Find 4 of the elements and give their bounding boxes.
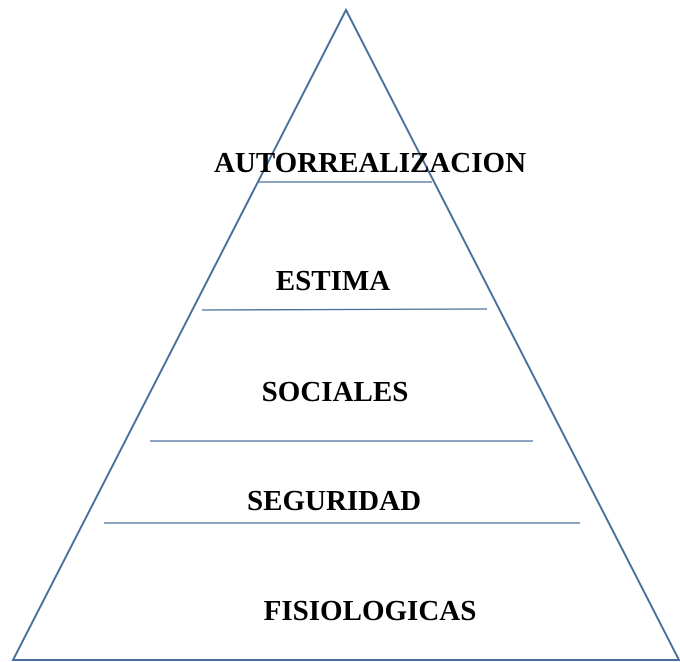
level-label: SEGURIDAD	[246, 483, 422, 519]
level-label: SOCIALES	[262, 374, 408, 410]
level-label: ESTIMA	[276, 263, 390, 299]
level-label: FISIOLOGICAS	[264, 593, 476, 629]
